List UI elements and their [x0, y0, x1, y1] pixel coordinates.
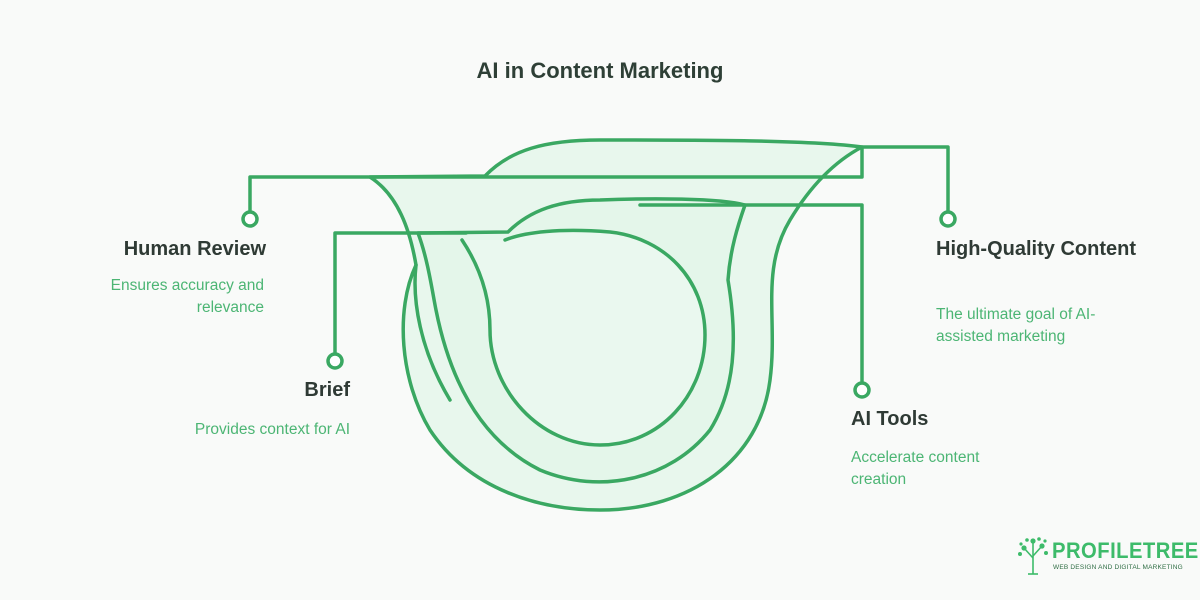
inner-loop — [460, 228, 707, 447]
connector-human-review — [248, 145, 950, 212]
diagram-title: AI in Content Marketing — [476, 58, 724, 83]
logo-word-a: PROFILE — [1052, 538, 1143, 563]
high-quality-desc: The ultimate goal of AI-assisted marketi… — [936, 306, 1096, 345]
tree-logo-icon — [1018, 537, 1048, 575]
human-review-title: Human Review — [123, 238, 266, 260]
node-dot-brief — [326, 352, 344, 370]
logo-wordmark: PROFILETREE — [1052, 538, 1199, 564]
logo-word-b: TREE — [1142, 538, 1199, 563]
node-dot-ai-tools — [853, 381, 871, 399]
brief-title: Brief — [304, 379, 350, 401]
node-dot-human-review — [241, 210, 259, 228]
ai-tools-title: AI Tools — [851, 408, 929, 430]
ai-tools-desc: Accelerate content creation — [851, 449, 980, 488]
node-dot-high-quality — [939, 210, 957, 228]
human-review-desc: Ensures accuracy and relevance — [110, 277, 264, 316]
brief-desc: Provides context for AI — [194, 421, 350, 438]
inner-loop-base — [413, 263, 452, 402]
profiletree-logo[interactable]: PROFILETREE WEB DESIGN AND DIGITAL MARKE… — [1016, 536, 1198, 580]
logo-tagline: WEB DESIGN AND DIGITAL MARKETING — [1053, 564, 1183, 571]
connector-ai-tools — [638, 203, 864, 383]
connector-brief — [333, 231, 468, 354]
high-quality-title: High-Quality Content — [936, 238, 1136, 260]
